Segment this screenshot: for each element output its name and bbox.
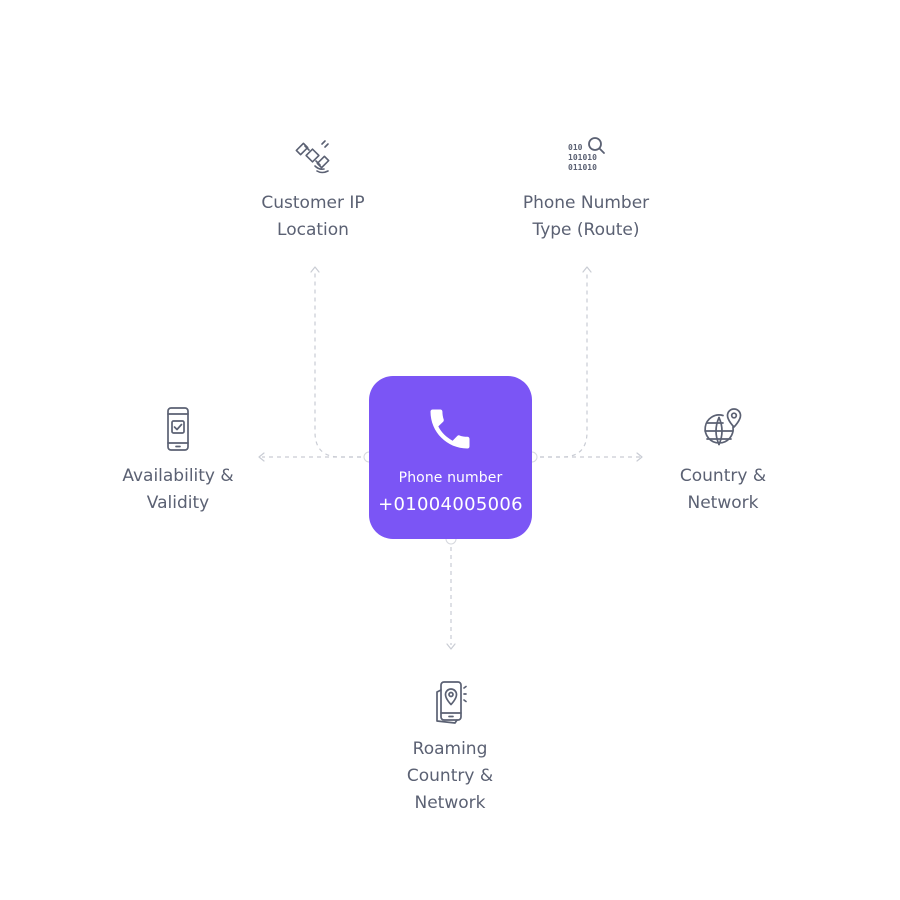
arrowhead-availability [258,452,265,462]
center-title: Phone number [398,470,503,486]
arrowhead-country [636,452,643,462]
node-phone-number-type: 010 101010 011010 Phone Number Type (Rou… [506,132,666,244]
globe-pin-icon [704,408,742,446]
phone-icon [430,409,470,449]
center-phone-number: +01004005006 [378,494,523,515]
arrowhead-phone-type [582,266,592,273]
node-customer-ip-location: Customer IP Location [238,132,388,244]
connector-phone-type [532,272,588,458]
node-availability-validity: Availability & Validity [108,405,248,517]
binary-search-icon: 010 101010 011010 [568,137,605,172]
phone-check-icon [167,407,189,451]
phone-type-label: Phone Number Type (Route) [522,193,650,240]
arrowhead-roaming [446,643,456,650]
svg-text:011010: 011010 [568,163,597,172]
arrowhead-customer-ip [310,266,320,273]
availability-label: Availability & Validity [122,466,234,513]
svg-text:101010: 101010 [568,153,597,162]
phone-number-card: Phone number +01004005006 [369,376,532,539]
node-roaming-country-network: Roaming Country & Network [380,678,520,817]
country-label: Country & Network [679,466,767,513]
connector-customer-ip [314,272,369,458]
svg-text:010: 010 [568,143,583,152]
satellite-icon [295,140,330,174]
roaming-phone-icon [436,681,467,724]
node-country-network: Country & Network [653,405,793,517]
customer-ip-label: Customer IP Location [261,193,365,240]
roaming-label: Roaming Country & Network [406,739,494,813]
